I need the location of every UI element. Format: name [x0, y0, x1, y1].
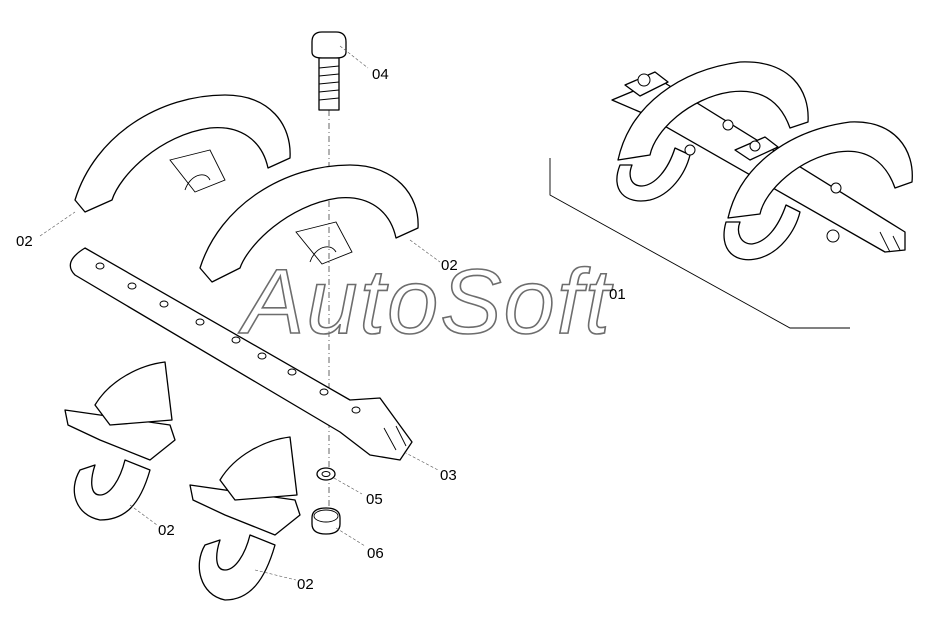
assembled-upper-segment-2 — [727, 121, 913, 219]
label-segment-top-right: 02 — [441, 257, 458, 274]
label-shaft: 03 — [440, 467, 457, 484]
label-segment-bottom-left: 02 — [158, 522, 175, 539]
lower-segment-left — [64, 361, 176, 521]
bolt-head — [311, 31, 347, 59]
upper-segment-right — [199, 164, 419, 283]
lower-segment-right — [189, 436, 301, 601]
label-nut: 06 — [367, 545, 384, 562]
assembly-boundary-line — [549, 158, 850, 329]
label-washer: 05 — [366, 491, 383, 508]
label-assembly: 01 — [609, 286, 626, 303]
label-segment-top-left: 02 — [16, 233, 33, 250]
assembled-upper-segment-1 — [617, 61, 809, 161]
upper-segment-left — [74, 94, 291, 213]
label-bolt: 04 — [372, 66, 389, 83]
watermark-text: AutoSoft — [238, 251, 613, 353]
bolt-part — [311, 31, 347, 111]
assembled-view — [611, 61, 913, 261]
nut-part — [311, 507, 341, 535]
label-segment-bottom-right: 02 — [297, 576, 314, 593]
assembled-lower-hook-2 — [723, 204, 801, 261]
shaft-body — [69, 247, 413, 461]
shaft-part — [69, 247, 413, 461]
